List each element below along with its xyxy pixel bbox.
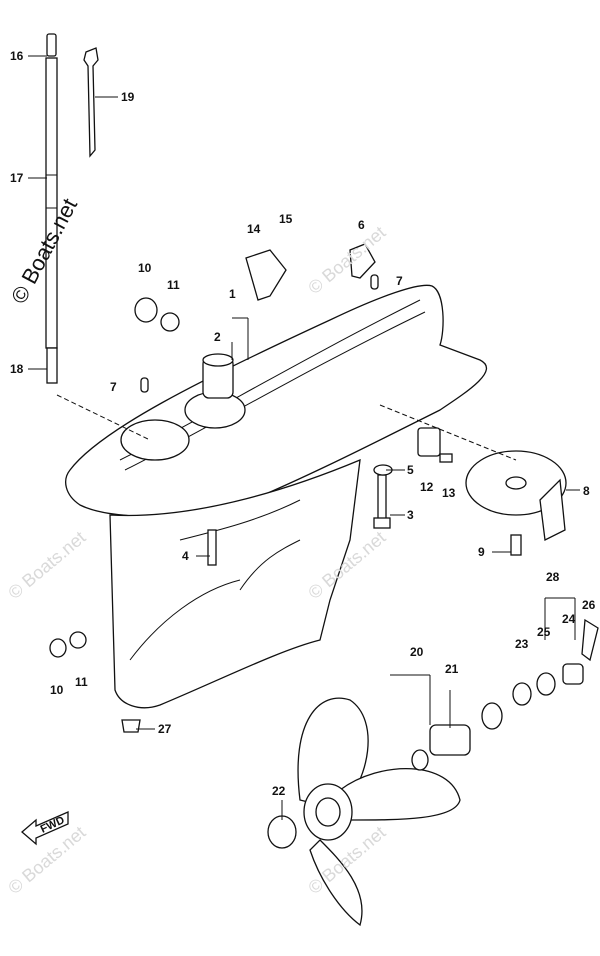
callout-10b: 10 — [50, 683, 64, 697]
callout-7b: 7 — [110, 380, 117, 394]
callout-12: 12 — [420, 480, 434, 494]
callout-23: 23 — [515, 637, 529, 651]
callout-14: 14 — [247, 222, 261, 236]
callout-6: 6 — [358, 218, 365, 232]
callout-19: 19 — [121, 90, 135, 104]
strap-part — [83, 47, 118, 158]
callout-11b: 11 — [75, 675, 88, 689]
gear-case-housing — [65, 284, 488, 709]
leader-lines — [56, 317, 580, 820]
propeller — [297, 697, 461, 927]
callout-15: 15 — [279, 212, 293, 226]
small-parts — [49, 243, 599, 849]
callout-9: 9 — [478, 545, 485, 559]
callout-26: 26 — [582, 598, 596, 612]
callout-18: 18 — [10, 362, 24, 376]
callout-27: 27 — [158, 722, 172, 736]
callout-17: 17 — [10, 171, 24, 185]
callout-7: 7 — [396, 274, 403, 288]
callout-1: 1 — [229, 287, 236, 301]
callout-22: 22 — [272, 784, 286, 798]
callout-4: 4 — [182, 549, 189, 563]
callout-2: 2 — [214, 330, 221, 344]
fwd-arrow-icon — [21, 811, 69, 846]
callout-11: 11 — [167, 278, 180, 292]
callout-28: 28 — [546, 570, 560, 584]
callout-16: 16 — [10, 49, 24, 63]
callout-13: 13 — [442, 486, 456, 500]
callout-5: 5 — [407, 463, 414, 477]
callout-20: 20 — [410, 645, 424, 659]
callout-8: 8 — [583, 484, 590, 498]
callout-24: 24 — [562, 612, 576, 626]
callout-10: 10 — [138, 261, 152, 275]
callout-25: 25 — [537, 625, 551, 639]
shift-rod — [28, 33, 58, 384]
callout-3: 3 — [407, 508, 414, 522]
callout-21: 21 — [445, 662, 459, 676]
